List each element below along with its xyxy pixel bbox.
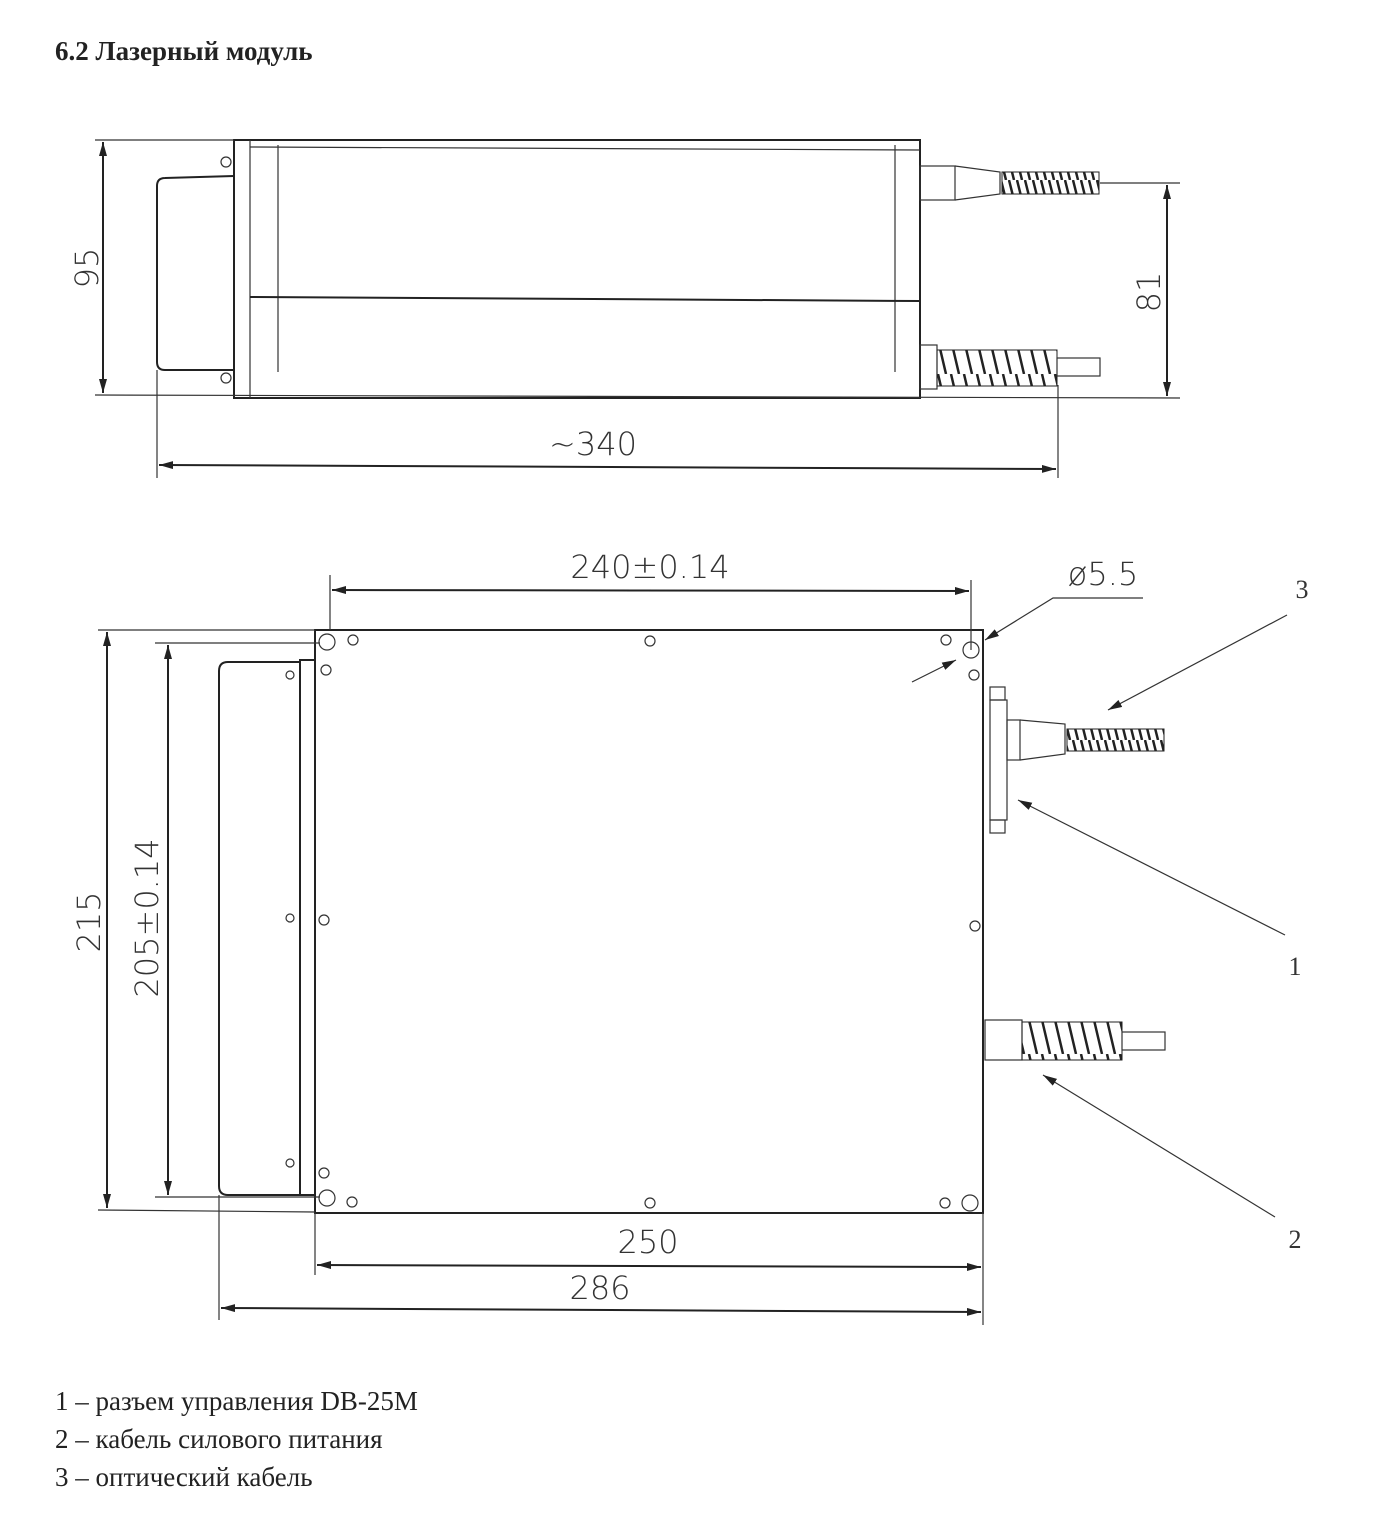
callout-1: 1: [1289, 952, 1302, 981]
dim-205: 205±0.14: [128, 838, 166, 997]
top-view: 240±0.14 ø5.5 215 205±0.14 250 286 1 2 3: [70, 548, 1309, 1325]
legend-item-3: 3 – оптический кабель: [55, 1462, 313, 1492]
legend-item-2: 2 – кабель силового питания: [55, 1424, 383, 1454]
callout-2: 2: [1289, 1225, 1302, 1254]
dim-240: 240±0.14: [570, 548, 729, 586]
dim-81: 81: [1130, 272, 1168, 313]
dim-340: ~340: [549, 425, 637, 463]
section-heading: 6.2 Лазерный модуль: [55, 36, 313, 66]
dim-215: 215: [70, 891, 108, 952]
dim-250: 250: [617, 1223, 678, 1261]
dim-95: 95: [68, 248, 106, 289]
callout-3: 3: [1296, 575, 1309, 604]
dim-hole-diameter: ø5.5: [1068, 555, 1138, 593]
legend-item-1: 1 – разъем управления DB-25M: [55, 1386, 418, 1416]
dim-286: 286: [569, 1269, 630, 1307]
side-view: 95 81 ~340: [68, 139, 1181, 478]
